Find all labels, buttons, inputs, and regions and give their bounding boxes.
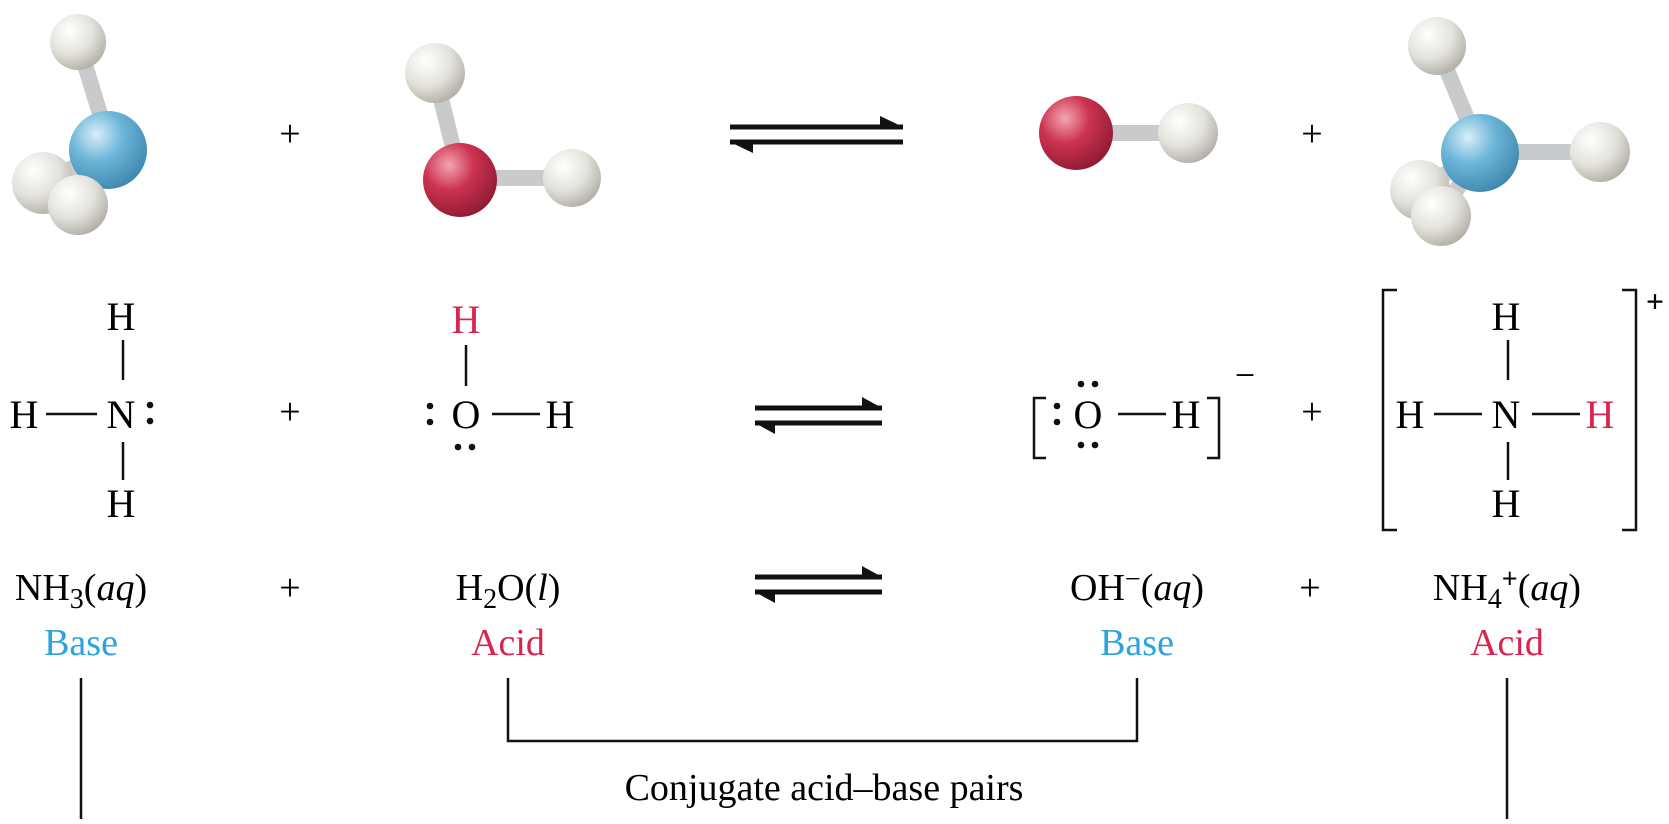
hydroxide-ball-and-stick-model — [1039, 96, 1218, 170]
lewis-n: N — [1492, 392, 1521, 437]
lone-pair-dot — [454, 443, 462, 451]
hydrogen-atom — [48, 175, 108, 235]
lone-pair-dot — [1091, 380, 1099, 388]
left-bracket — [1032, 396, 1046, 460]
lone-pair-dot — [1077, 380, 1085, 388]
lone-pair-dot — [468, 443, 476, 451]
inner-pair-bracket — [506, 678, 1139, 743]
hydrogen-atom — [1411, 186, 1471, 246]
nh4-formula: NH4+(aq) — [1433, 564, 1581, 615]
h2o-role-label: Acid — [471, 622, 545, 664]
equilibrium-arrow — [755, 566, 882, 603]
hydrogen-atom — [50, 14, 106, 70]
nh3-ball-and-stick-model — [12, 14, 147, 235]
oxygen-atom — [423, 143, 497, 217]
lewis-h-bottom: H — [107, 481, 136, 526]
plus-sign: + — [1299, 567, 1320, 609]
role-labels: Base Acid Base Acid — [44, 622, 1544, 664]
right-bracket — [1207, 396, 1221, 460]
lone-pair-dot — [1091, 441, 1099, 449]
lewis-h-top: H — [1492, 294, 1521, 339]
conjugate-pair-brackets — [79, 678, 1509, 819]
h2o-lewis-structure: H O H — [426, 297, 575, 451]
lewis-h-acidic: H — [452, 297, 481, 342]
nh3-role-label: Base — [44, 622, 118, 664]
right-bracket — [1622, 288, 1638, 532]
hydrogen-atom — [543, 149, 601, 207]
lewis-h: H — [1172, 392, 1201, 437]
nh4-role-label: Acid — [1470, 622, 1544, 664]
plus-sign: + — [1301, 391, 1322, 433]
hydrogen-atom — [1158, 103, 1218, 163]
formula-row: NH3(aq) + H2O(l) OH−(aq) + NH4+(aq) — [15, 564, 1581, 615]
lewis-h-left: H — [1396, 392, 1425, 437]
conjugate-pairs-label: Conjugate acid–base pairs — [625, 767, 1024, 809]
lone-pair-dot — [146, 417, 154, 425]
lewis-h-top: H — [107, 294, 136, 339]
oh-role-label: Base — [1100, 622, 1174, 664]
oxygen-atom — [1039, 96, 1113, 170]
lewis-h-bottom: H — [1492, 481, 1521, 526]
hydrogen-atom — [1408, 17, 1466, 75]
plus-sign: + — [279, 113, 300, 155]
nh3-lewis-structure: H H N H — [10, 294, 154, 526]
lone-pair-dot — [146, 401, 154, 409]
ammonium-charge: + — [1646, 283, 1664, 319]
lone-pair-dot — [1077, 441, 1085, 449]
equilibrium-arrow — [755, 397, 882, 434]
lone-pair-dot — [426, 402, 434, 410]
plus-sign: + — [279, 567, 300, 609]
lewis-o: O — [452, 392, 481, 437]
nitrogen-atom — [1441, 114, 1519, 192]
lone-pair-dot — [1053, 402, 1061, 410]
lewis-o: O — [1074, 392, 1103, 437]
oh-formula: OH−(aq) — [1070, 564, 1204, 609]
equilibrium-arrow — [730, 116, 903, 153]
left-bracket — [1381, 288, 1397, 532]
lone-pair-dot — [1053, 418, 1061, 426]
hydroxide-charge: − — [1235, 355, 1255, 395]
nh4-ball-and-stick-model — [1390, 17, 1630, 246]
nitrogen-atom — [69, 111, 147, 189]
hydrogen-atom — [405, 43, 465, 103]
h2o-ball-and-stick-model — [405, 43, 601, 217]
lewis-h-accepted: H — [1586, 392, 1615, 437]
nh4-lewis-structure: H H N H H + — [1381, 283, 1664, 532]
lone-pair-dot — [426, 418, 434, 426]
h2o-formula: H2O(l) — [456, 567, 561, 615]
nh3-formula: NH3(aq) — [15, 567, 147, 615]
lewis-n: N — [107, 392, 136, 437]
hydrogen-atom — [1570, 122, 1630, 182]
plus-sign: + — [1301, 113, 1322, 155]
hydroxide-lewis-structure: O H − — [1032, 355, 1255, 460]
plus-sign: + — [279, 391, 300, 433]
lewis-h-left: H — [10, 392, 39, 437]
lewis-h-right: H — [546, 392, 575, 437]
